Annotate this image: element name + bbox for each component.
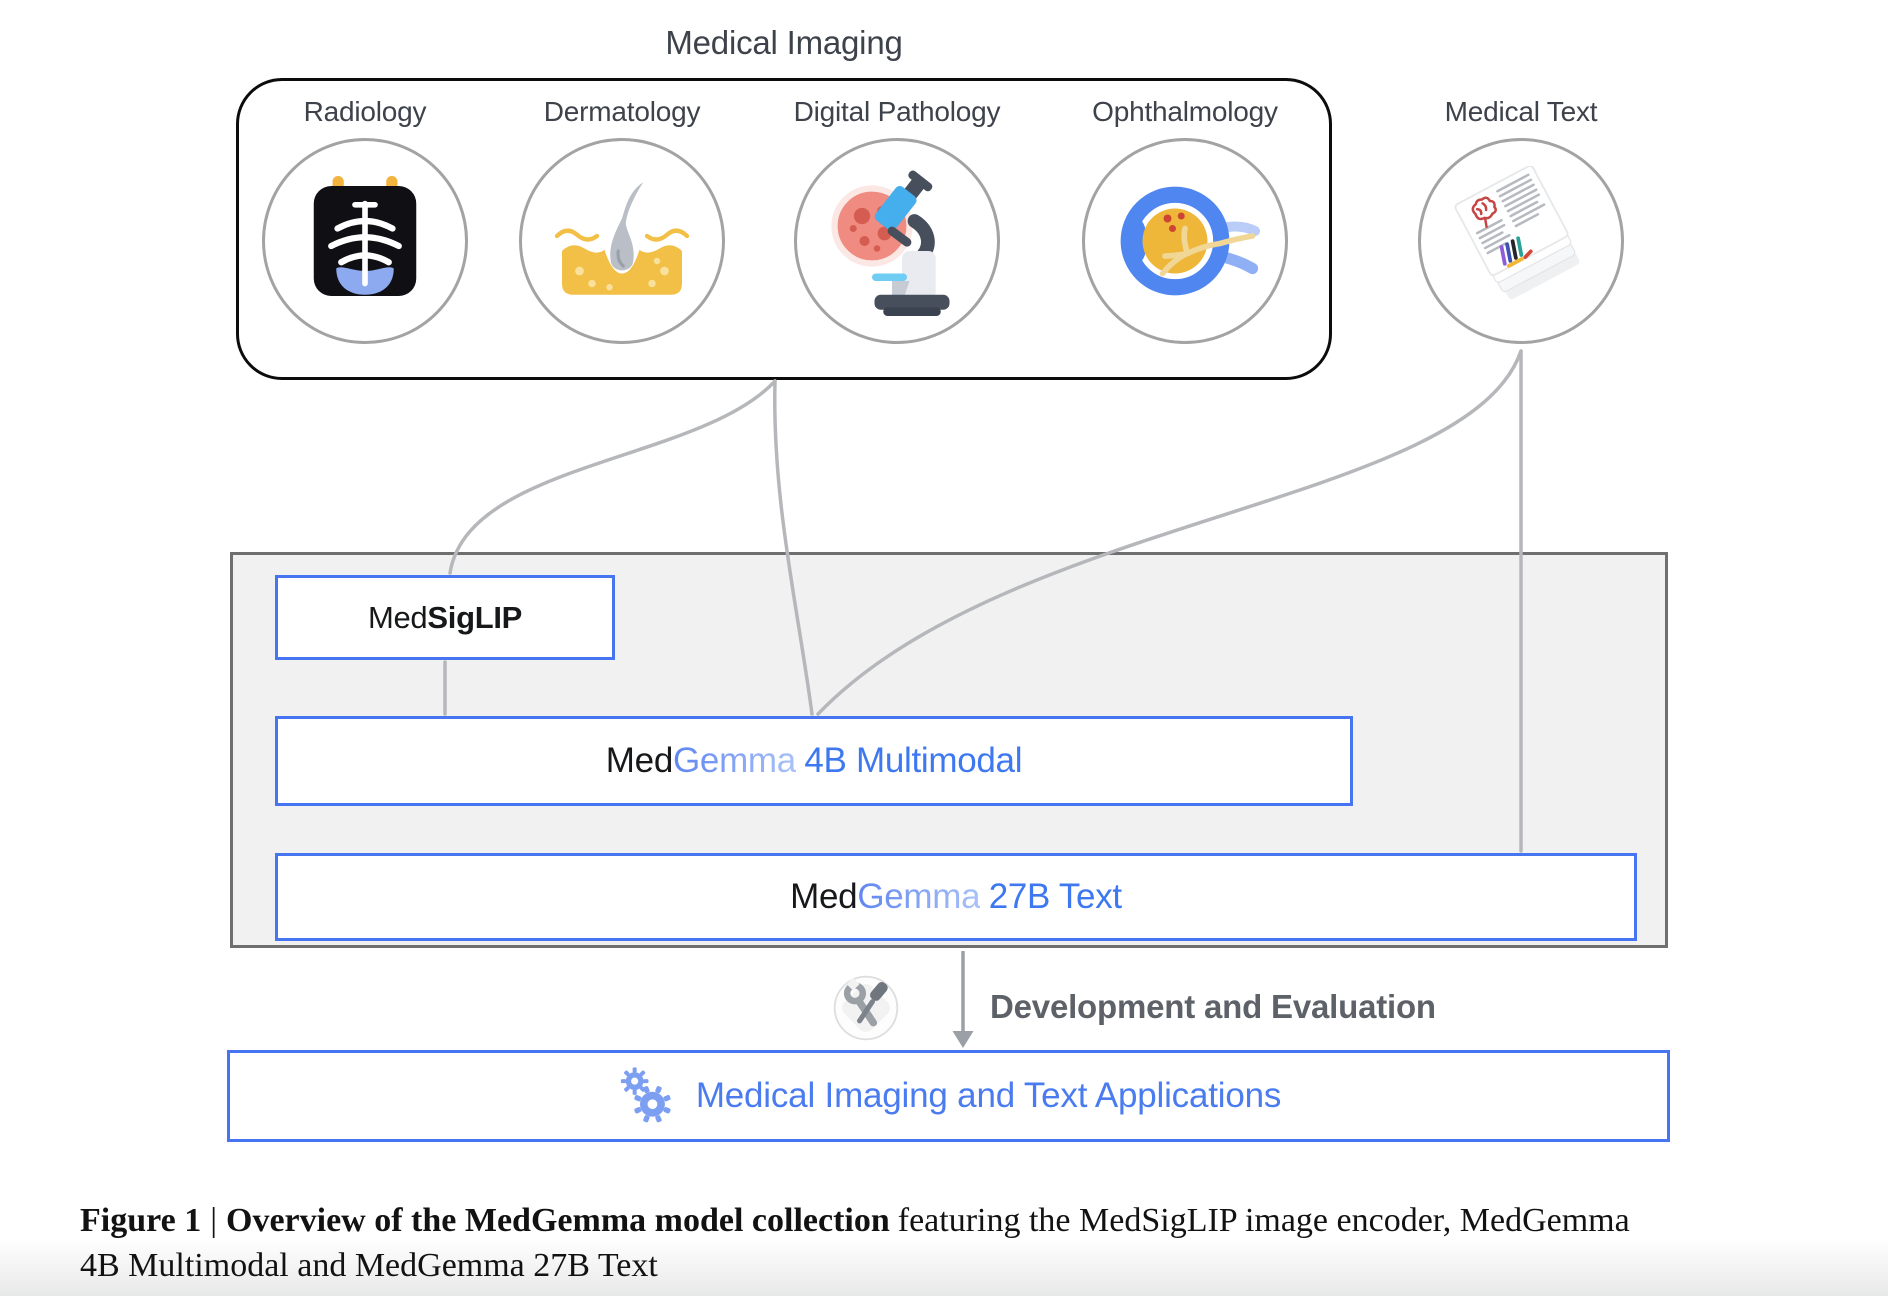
medsiglip-name-prefix: Med: [367, 599, 428, 635]
curve-text-to-medgemma4b: [816, 349, 1523, 716]
domain-item-radiology: Radiology: [215, 96, 515, 344]
tools-icon: [833, 975, 899, 1041]
digital-pathology-microscope-icon: [831, 170, 950, 316]
applications-box: Medical Imaging and Text Applications: [227, 1050, 1670, 1142]
medgemma-27b-med: Med: [790, 877, 858, 916]
medgemma-27b-gemma: Gemma: [857, 877, 981, 916]
caption-line1-rest: featuring the MedSigLIP image encoder, M…: [897, 1202, 1630, 1239]
medgemma-4b-variant: 4B Multimodal: [804, 741, 1023, 780]
dermatology-circle: [519, 138, 725, 344]
curve-imaging-to-medsiglip: [448, 379, 777, 575]
ophthalmology-eye-icon: [1120, 186, 1260, 296]
development-evaluation-label: Development and Evaluation: [990, 988, 1436, 1025]
radiology-label: Radiology: [303, 96, 427, 127]
caption-line-2: 4B Multimodal and MedGemma 27B Text: [80, 1247, 658, 1284]
domain-item-medical-text: Medical Text: [1371, 96, 1671, 344]
caption-title-bold: Overview of the MedGemma model collectio…: [226, 1202, 890, 1239]
medgemma-4b-gemma: Gemma: [672, 741, 796, 780]
caption-figure-label: Figure 1: [80, 1202, 202, 1239]
medical-text-label: Medical Text: [1444, 96, 1598, 127]
digital-pathology-label: Digital Pathology: [793, 96, 1001, 127]
applications-label: Medical Imaging and Text Applications: [695, 1076, 1282, 1115]
caption-line-1: Figure 1|Overview of the MedGemma model …: [80, 1198, 1860, 1243]
radiology-circle: [262, 138, 468, 344]
medical-imaging-group-box: [236, 78, 1332, 380]
medgemma-27b-variant: 27B Text: [988, 877, 1122, 916]
figure-caption: Figure 1|Overview of the MedGemma model …: [80, 1198, 1860, 1288]
medical-text-papers-icon: [1454, 166, 1580, 300]
domain-item-digital-pathology: Digital Pathology: [747, 96, 1047, 344]
development-arrow-head: [952, 1031, 974, 1048]
medsiglip-name-bold: SigLIP: [427, 599, 523, 635]
dermatology-label: Dermatology: [543, 96, 701, 127]
radiology-xray-icon: [313, 176, 417, 296]
medical-imaging-title: Medical Imaging: [665, 24, 903, 61]
gears-icon: [620, 1067, 671, 1123]
ophthalmology-circle: [1082, 138, 1288, 344]
digital-pathology-circle: [794, 138, 1000, 344]
page-bottom-fade: [0, 1238, 1888, 1296]
caption-separator: |: [210, 1202, 218, 1239]
curve-imaging-to-medgemma4b: [773, 379, 814, 716]
dermatology-skin-icon: [554, 182, 690, 295]
domain-item-dermatology: Dermatology: [472, 96, 772, 344]
medical-text-circle: [1418, 138, 1624, 344]
ophthalmology-label: Ophthalmology: [1092, 96, 1278, 127]
domain-item-ophthalmology: Ophthalmology: [1035, 96, 1335, 344]
medgemma-4b-med: Med: [605, 741, 673, 780]
